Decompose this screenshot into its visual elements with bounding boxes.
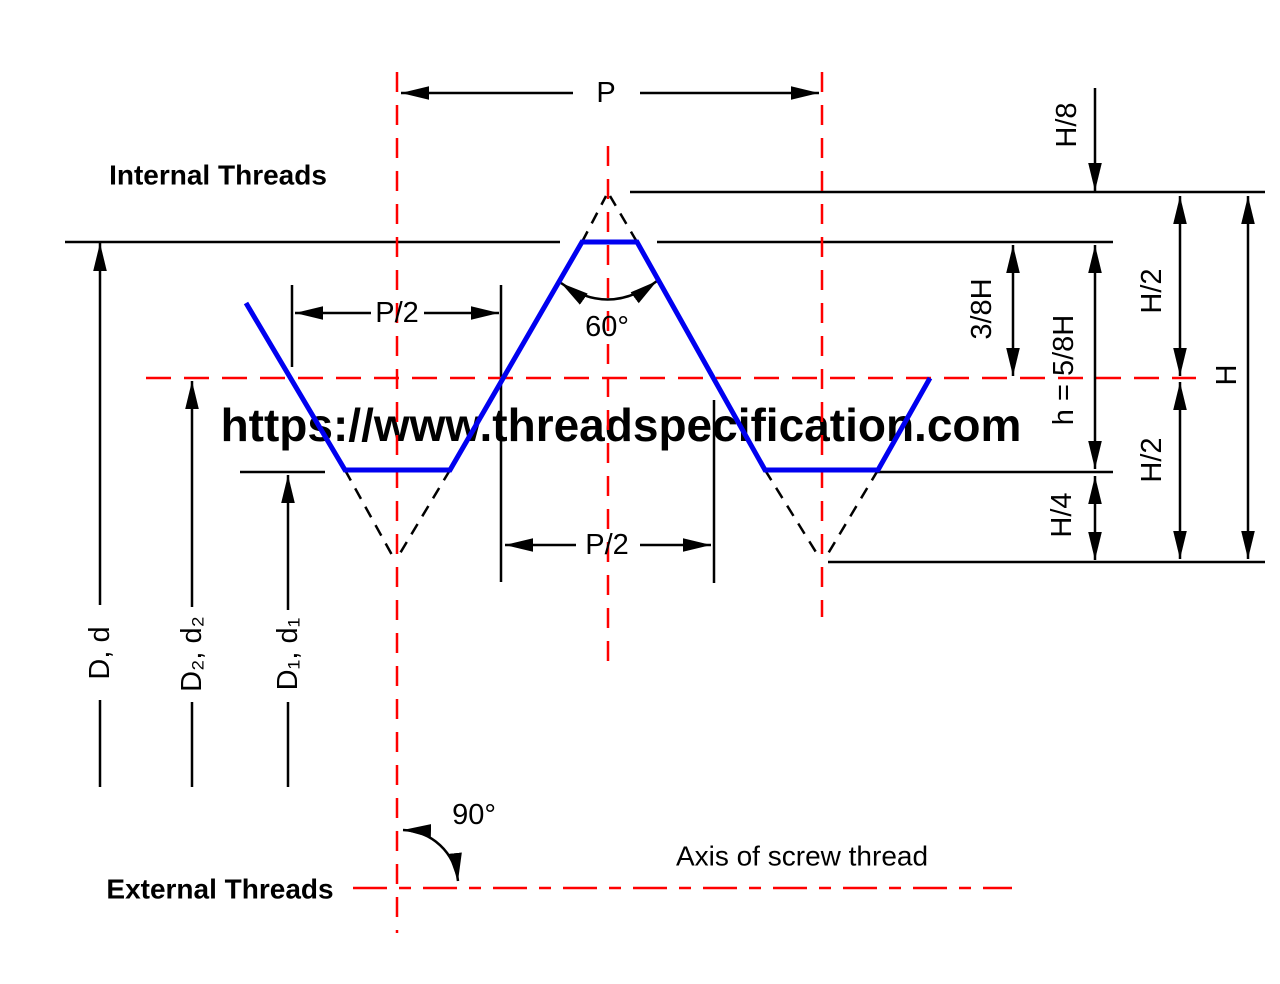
three-eighth-h-label: 3/8H bbox=[966, 278, 998, 339]
quarter-h-label: H/4 bbox=[1046, 492, 1078, 537]
dimension-arrows bbox=[93, 86, 1255, 882]
left-root-v-dashed-right bbox=[397, 469, 452, 556]
crest-v-dashed-right bbox=[608, 195, 639, 243]
half-pitch-upper-label: P/2 bbox=[375, 297, 419, 329]
major-diameter-label: D, d bbox=[84, 626, 116, 679]
right-root-v-dashed-left bbox=[763, 469, 821, 558]
half-pitch-lower-label: P/2 bbox=[585, 529, 629, 561]
h-five-eighth-label: h = 5/8H bbox=[1048, 315, 1080, 425]
reference-lines bbox=[65, 190, 1265, 583]
full-h-label: H bbox=[1211, 365, 1243, 386]
right-root-v-dashed-right bbox=[824, 469, 880, 558]
half-h-lower-label: H/2 bbox=[1136, 437, 1168, 482]
pitch-diameter-label: D₂, d₂ bbox=[176, 616, 208, 692]
diagram-labels: Internal Threads External Threads Axis o… bbox=[84, 77, 1243, 905]
h8-label: H/8 bbox=[1051, 102, 1083, 147]
half-h-upper-label: H/2 bbox=[1136, 268, 1168, 313]
right-angle-arc bbox=[402, 824, 462, 882]
sharp-v-extensions bbox=[343, 195, 880, 558]
centerlines bbox=[146, 72, 1196, 933]
thread-angle-label: 60° bbox=[585, 311, 629, 343]
crest-v-dashed-left bbox=[580, 195, 608, 243]
screw-axis-label: Axis of screw thread bbox=[676, 841, 928, 872]
pitch-label: P bbox=[596, 77, 615, 109]
internal-threads-label: Internal Threads bbox=[109, 160, 327, 191]
minor-diameter-label: D₁, d₁ bbox=[272, 617, 304, 690]
thread-angle-arc bbox=[560, 279, 658, 305]
thread-profile-outline bbox=[243, 239, 933, 473]
watermark-text: https://www.threadspecification.com bbox=[221, 399, 1022, 451]
left-root-v-dashed-left bbox=[343, 469, 394, 556]
external-threads-label: External Threads bbox=[106, 874, 333, 905]
right-angle-label: 90° bbox=[452, 799, 496, 831]
